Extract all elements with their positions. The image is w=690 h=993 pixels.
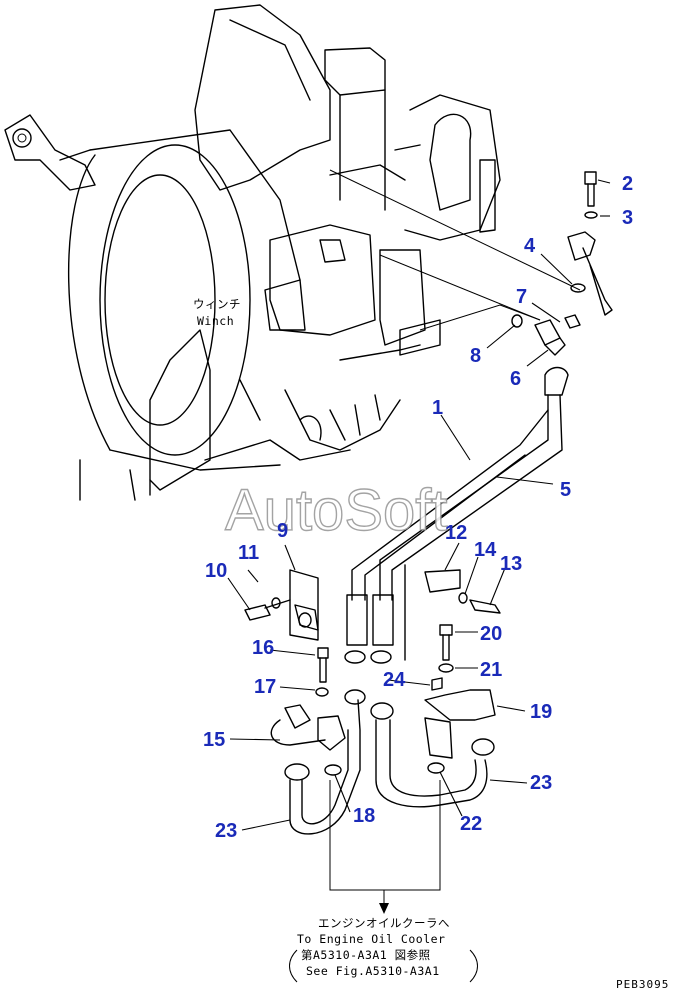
reference-line (419, 304, 541, 331)
hose-ends (344, 594, 394, 664)
watermark: AutoSoft (225, 478, 447, 543)
bolt-16-17 (315, 647, 329, 697)
callout-15: 15 (203, 729, 225, 751)
callout-4: 4 (524, 235, 536, 257)
callout-24: 24 (383, 669, 406, 691)
callout-8: 8 (470, 345, 481, 367)
reference-line (329, 780, 441, 891)
arrow-down-icon (379, 903, 389, 914)
callout-23-right: 23 (530, 772, 552, 794)
hose-1-inner (364, 454, 526, 601)
figure-code: PEB3095 (616, 978, 669, 991)
callout-20: 20 (480, 623, 502, 645)
callout-3: 3 (622, 207, 633, 229)
callout-5: 5 (560, 479, 571, 501)
callout-23-left: 23 (215, 820, 237, 842)
callout-2: 2 (622, 173, 633, 195)
note-ref-en: See Fig.A5310-A3A1 (306, 964, 440, 978)
hose-19-23-right (370, 677, 496, 808)
callout-16: 16 (252, 637, 274, 659)
bracket-left (289, 949, 298, 983)
callout-14: 14 (474, 539, 497, 561)
clamp-12 (424, 569, 501, 614)
callout-21: 21 (480, 659, 502, 681)
callout-10: 10 (205, 560, 227, 582)
note-line-en: To Engine Oil Cooler (297, 932, 445, 946)
hose-15-23-left (270, 689, 366, 835)
winch-assembly: ウィンチ Winch (4, 4, 501, 501)
callout-17: 17 (254, 676, 276, 698)
reference-line (379, 254, 541, 321)
bolt-20-21 (438, 624, 454, 673)
callout-13: 13 (500, 553, 522, 575)
reference-line (329, 169, 581, 291)
callout-12: 12 (445, 522, 467, 544)
leader-lines (227, 179, 611, 831)
callout-11: 11 (238, 542, 259, 564)
callout-22: 22 (460, 813, 482, 835)
callout-numbers: 2 3 4 7 6 8 1 5 9 11 10 12 14 13 20 21 1… (203, 173, 633, 842)
note-line-jp: エンジンオイルクーラへ (318, 916, 450, 930)
callout-19: 19 (530, 701, 552, 723)
callout-18: 18 (353, 805, 375, 827)
engine-oil-cooler-note: エンジンオイルクーラへ To Engine Oil Cooler 第A5310-… (289, 916, 478, 983)
callout-1: 1 (432, 397, 443, 419)
callout-6: 6 (510, 368, 521, 390)
bracket-9 (244, 569, 319, 641)
callout-9: 9 (277, 520, 288, 542)
callout-7: 7 (516, 286, 527, 308)
winch-label-jp: ウィンチ (193, 297, 241, 311)
note-ref-jp: 第A5310-A3A1 図参照 (301, 948, 431, 962)
hose-1 (351, 409, 549, 601)
bracket-right (469, 949, 478, 983)
winch-label-en: Winch (197, 314, 234, 328)
